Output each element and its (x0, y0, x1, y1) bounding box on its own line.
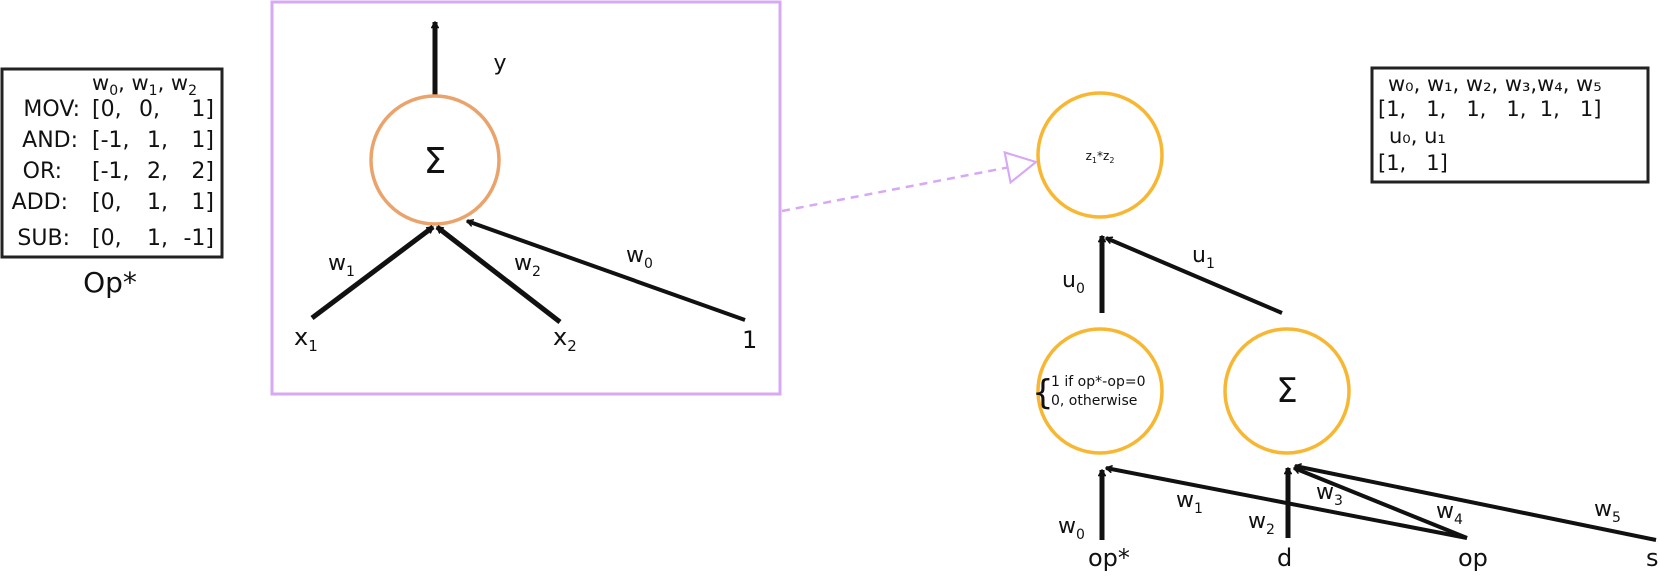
op-row-label-and: AND: (22, 128, 78, 153)
op-row-value: 0, (139, 97, 160, 122)
input-label-x2: x2 (553, 323, 577, 355)
weight-label-w1: w1 (1176, 488, 1203, 517)
network-diagram: z1*z2 u0 u1 { 1 if op*-op=0 0, otherwise… (1032, 91, 1659, 572)
input-label-bias: 1 (742, 326, 757, 354)
weight-label-u1: u1 (1192, 243, 1215, 272)
weights-line-3: u₀, u₁ (1389, 124, 1446, 148)
edge-u1 (1105, 236, 1283, 315)
op-row-value: 1] (191, 128, 214, 153)
op-row-label-mov: MOV: (23, 97, 80, 122)
edge-op-to-sum (1293, 466, 1468, 540)
op-row-value: 2] (191, 159, 214, 184)
input-label-op: op (1458, 544, 1488, 572)
op-table: w0, w1, w2 MOV: AND: OR: ADD: SUB: [0, 0… (0, 67, 224, 299)
weights-line-1: w₀, w₁, w₂, w₃,w₄, w₅ (1388, 72, 1602, 96)
input-label-opstar: op* (1088, 544, 1130, 572)
op-row-value: 1, (147, 128, 168, 153)
input-label-x1: x1 (294, 323, 318, 355)
sum-neuron (369, 94, 501, 226)
edge-s-to-sum (1294, 463, 1657, 542)
output-label-y: y (493, 51, 506, 76)
weight-label-u0: u0 (1062, 268, 1085, 297)
op-row-value: 2, (147, 159, 168, 184)
weight-label-w2: w2 (514, 251, 541, 280)
sum-node-symbol: Σ (1276, 371, 1297, 411)
op-row-label-sub: SUB: (17, 226, 70, 251)
edge-x2-to-neuron (435, 225, 562, 324)
op-row-value: 1] (191, 190, 214, 215)
op-table-border (0, 67, 224, 259)
product-node (1036, 91, 1164, 219)
op-row-value: 1, (147, 226, 168, 251)
weight-label-w5: w5 (1594, 497, 1621, 526)
equality-node (1036, 327, 1164, 455)
op-row-value: [0, (92, 190, 122, 215)
edge-bias-to-neuron (466, 219, 746, 322)
weight-label-w0: w0 (1058, 514, 1085, 543)
condition-line-2: 0, otherwise (1051, 393, 1137, 409)
neuron-panel-border (270, 0, 782, 396)
sum-node (1223, 327, 1351, 455)
condition-brace: { (1032, 373, 1054, 413)
condition-line-1: 1 if op*-op=0 (1051, 374, 1145, 390)
weight-label-w2: w2 (1248, 509, 1275, 538)
op-row-value: -1] (183, 226, 214, 251)
op-row-value: [0, (92, 226, 122, 251)
op-row-value: 1] (191, 97, 214, 122)
op-row-value: [-1, (92, 159, 130, 184)
weights-table: w₀, w₁, w₂, w₃,w₄, w₅ [1, 1, 1, 1, 1, 1]… (1370, 66, 1650, 184)
op-row-value: [-1, (92, 128, 130, 153)
sum-symbol: Σ (424, 141, 447, 182)
op-row-value: [0, (92, 97, 122, 122)
op-row-label-add: ADD: (12, 190, 68, 215)
weight-label-w0: w0 (626, 243, 653, 272)
weights-table-border (1370, 66, 1650, 184)
op-table-caption: Op* (83, 266, 137, 299)
edge-x1-to-neuron (310, 225, 435, 320)
weight-label-w1: w1 (328, 251, 355, 280)
input-label-d: d (1277, 544, 1292, 572)
weight-label-w3: w3 (1316, 480, 1343, 509)
op-table-header: w0, w1, w2 (92, 71, 197, 99)
input-label-s: s (1646, 544, 1659, 572)
weight-label-w4: w4 (1436, 499, 1463, 528)
weights-line-2: [1, 1, 1, 1, 1, 1] (1378, 97, 1601, 121)
op-row-value: 1, (147, 190, 168, 215)
neuron-panel: y Σ w1 w2 w0 x1 x2 1 (270, 0, 782, 396)
product-node-label: z1*z2 (1086, 149, 1115, 165)
op-row-label-or: OR: (23, 159, 62, 184)
weights-line-4: [1, 1] (1378, 151, 1448, 175)
expansion-connector (781, 162, 1036, 213)
